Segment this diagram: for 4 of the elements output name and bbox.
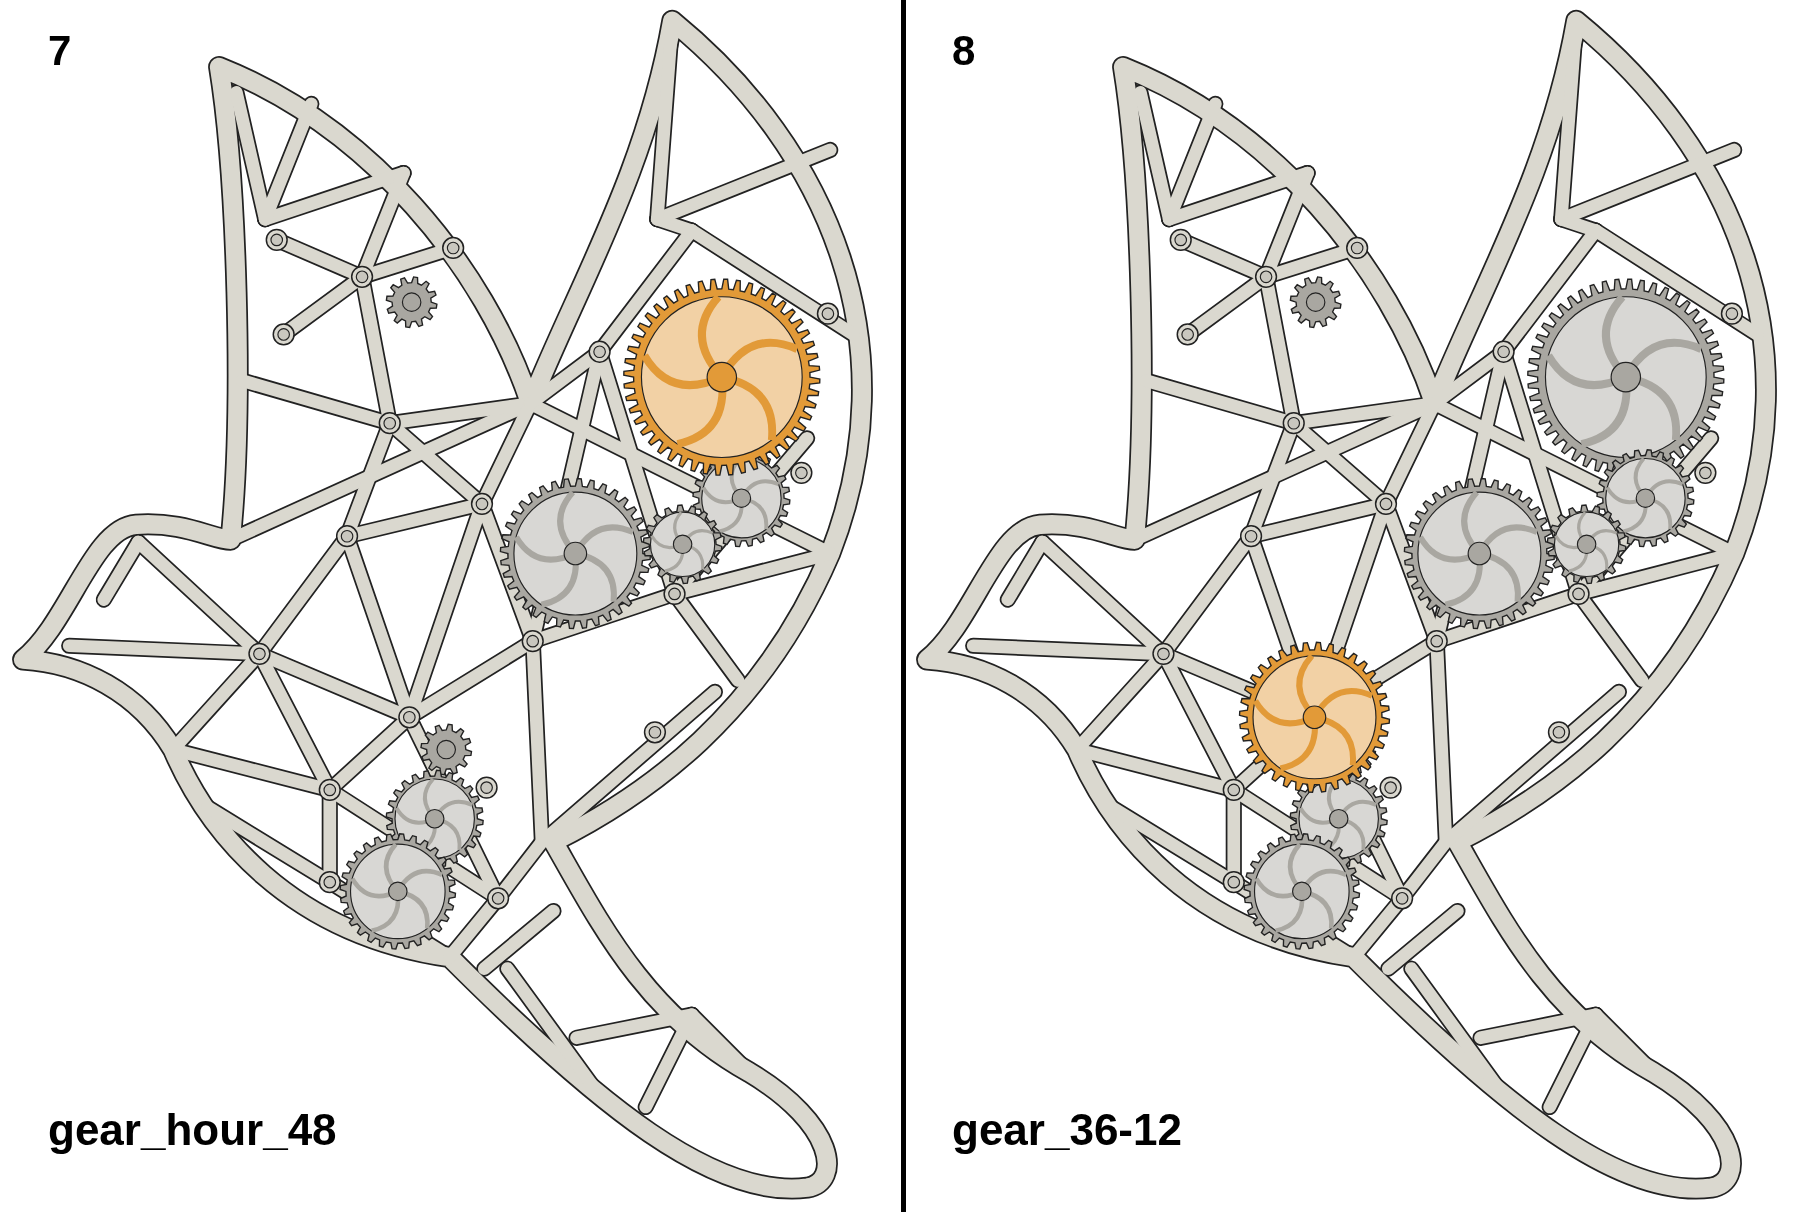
part-name: gear_hour_48: [48, 1108, 337, 1152]
part-name: gear_36-12: [952, 1108, 1182, 1152]
step-number: 8: [952, 30, 976, 72]
step-number: 7: [48, 30, 72, 72]
